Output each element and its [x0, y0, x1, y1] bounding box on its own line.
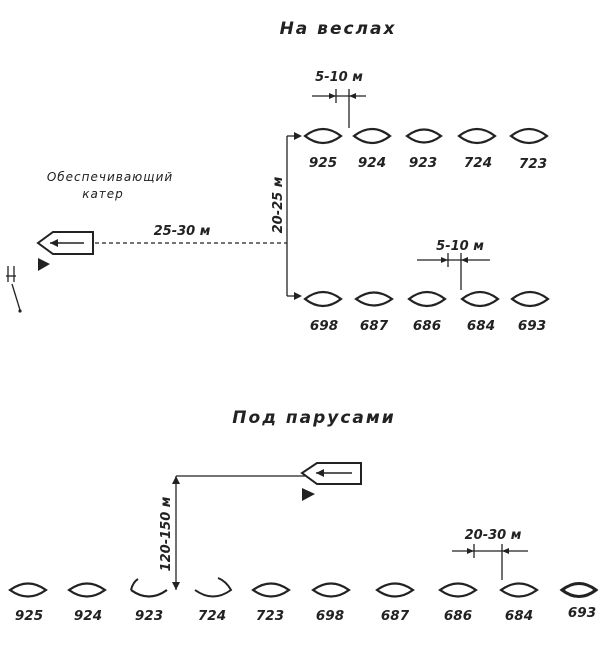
- boat-number: 925: [15, 608, 43, 624]
- boat-icon: [303, 290, 343, 308]
- distance-to-line-label: 120-150 м: [159, 496, 174, 571]
- boat-number: 924: [74, 608, 102, 624]
- sailing-row-spacing-marker: [452, 544, 528, 580]
- boat-number: 723: [519, 156, 547, 172]
- boat-icon: [509, 127, 549, 145]
- boat-number: 686: [444, 608, 472, 624]
- boat-number: 687: [381, 608, 410, 624]
- boat-icon: [354, 291, 394, 307]
- boat-icon: [352, 127, 392, 145]
- boat-number: 693: [568, 605, 596, 621]
- boat-icon: [251, 582, 291, 598]
- boat-number: 693: [518, 318, 546, 334]
- boat-number: 724: [198, 608, 226, 624]
- top-row-spacing-label: 5-10 м: [315, 70, 363, 85]
- boat-number: 687: [360, 318, 389, 334]
- boat-number: 924: [358, 155, 386, 171]
- sailing-row-spacing-label: 20-30 м: [465, 528, 522, 543]
- boat-number: 724: [464, 155, 492, 171]
- boat-icon: [510, 290, 550, 308]
- sailing-escort-boat-icon: [300, 462, 362, 501]
- boat-icon: [559, 582, 599, 598]
- sailing-title: Под парусами: [232, 408, 395, 428]
- boat-icon: [405, 128, 443, 144]
- boat-icon: [8, 582, 48, 598]
- bottom-row-boats: 698 687 686 684 693: [303, 290, 550, 334]
- top-row-boats: 925 924 923 724 723: [303, 127, 549, 172]
- boat-icon: [194, 577, 233, 598]
- boat-number: 698: [316, 608, 344, 624]
- sailing-line-boats: 925 924 923 724 723 698 687 686 684 693: [8, 577, 599, 624]
- boat-number: 686: [413, 318, 441, 334]
- boat-icon: [499, 582, 539, 598]
- distance-to-columns-label: 25-30 м: [154, 224, 211, 239]
- flag-mark-icon: [6, 266, 22, 313]
- distance-between-columns-label: 20-25 м: [271, 176, 286, 233]
- rowing-title: На веслах: [280, 19, 397, 39]
- top-row-spacing-marker: [312, 89, 366, 128]
- boat-icon: [67, 582, 107, 598]
- boat-number: 723: [256, 608, 284, 624]
- boat-number: 923: [409, 155, 437, 171]
- boat-icon: [375, 582, 415, 598]
- sailing-distance-connector: [172, 475, 305, 590]
- boat-number: 923: [135, 608, 163, 624]
- boat-icon: [460, 290, 500, 308]
- escort-boat-label-line2: катер: [82, 187, 124, 201]
- boat-number: 684: [467, 318, 495, 334]
- escort-boat-icon: [36, 231, 94, 271]
- boat-number: 698: [310, 318, 338, 334]
- escort-boat-label-line1: Обеспечивающий: [47, 170, 173, 184]
- bottom-row-spacing-marker: [417, 253, 490, 290]
- column-connector: [286, 132, 302, 300]
- boat-icon: [303, 127, 343, 145]
- boat-icon: [457, 127, 497, 145]
- bottom-row-spacing-label: 5-10 м: [436, 239, 484, 254]
- boat-icon: [407, 290, 447, 308]
- boat-number: 684: [505, 608, 533, 624]
- boat-icon: [311, 582, 351, 598]
- boat-number: 925: [309, 155, 337, 171]
- boat-icon: [130, 589, 168, 598]
- boat-icon: [438, 582, 478, 598]
